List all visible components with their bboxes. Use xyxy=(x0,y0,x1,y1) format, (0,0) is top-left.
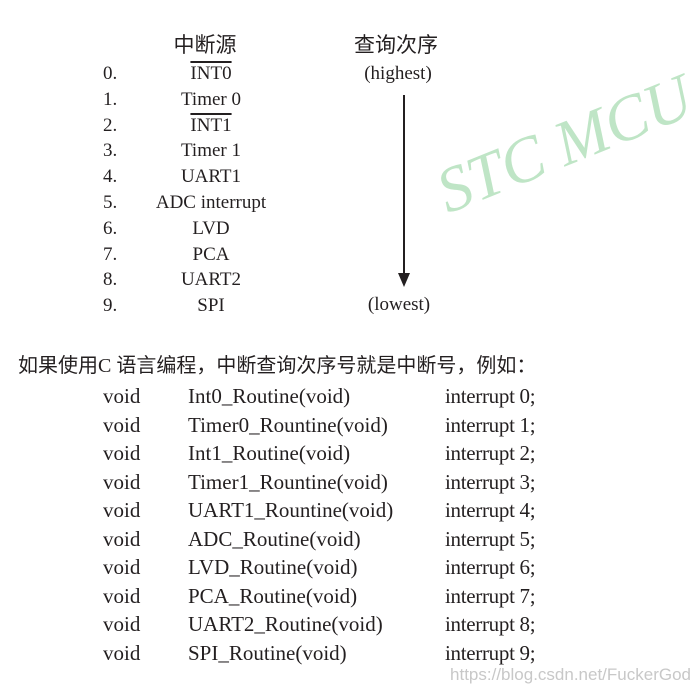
lowest-label: (lowest) xyxy=(367,294,431,315)
interrupt-number: interrupt 3; xyxy=(445,469,536,494)
priority-number: 2. xyxy=(103,114,118,136)
interrupt-source: ADC interrupt xyxy=(155,192,267,213)
interrupt-source: PCA xyxy=(192,243,230,265)
stc-watermark: STC MCU Lin xyxy=(426,22,695,227)
priority-number: 6. xyxy=(103,217,118,239)
return-type: void xyxy=(103,498,141,522)
interrupt-source: UART1 xyxy=(180,166,242,188)
priority-number: 7. xyxy=(103,243,118,265)
return-type: void xyxy=(103,469,141,494)
interrupt-source: Timer 0 xyxy=(180,88,242,110)
return-type: void xyxy=(103,583,141,608)
function-name: SPI_Routine(void) xyxy=(188,640,347,665)
return-type: void xyxy=(103,412,141,437)
interrupt-source: UART2 xyxy=(180,269,242,291)
priority-number: 9. xyxy=(103,295,118,317)
function-name: PCA_Routine(void) xyxy=(188,583,358,608)
function-name: Int1_Routine(void) xyxy=(188,441,351,465)
priority-arrow-line xyxy=(403,95,405,275)
priority-number: 0. xyxy=(103,63,118,84)
function-name: LVD_Routine(void) xyxy=(188,555,358,579)
arrow-down-icon xyxy=(398,273,410,287)
interrupt-number: interrupt 6; xyxy=(445,555,536,579)
return-type: void xyxy=(103,526,141,551)
csdn-watermark: https://blog.csdn.net/FuckerGod xyxy=(450,665,691,684)
interrupt-number: interrupt 2; xyxy=(445,441,536,465)
explanation-sentence: 如果使用C 语言编程，中断查询次序号就是中断号，例如： xyxy=(18,355,537,377)
function-name: UART2_Routine(void) xyxy=(188,612,383,636)
priority-number: 1. xyxy=(103,88,118,110)
return-type: void xyxy=(103,640,141,665)
interrupt-source: LVD xyxy=(192,217,230,239)
highest-label: (highest) xyxy=(364,63,432,84)
function-name: Timer1_Rountine(void) xyxy=(188,469,388,494)
function-name: Timer0_Rountine(void) xyxy=(188,412,388,437)
priority-number: 8. xyxy=(103,269,118,291)
return-type: void xyxy=(103,441,141,465)
interrupt-number: interrupt 7; xyxy=(445,583,536,608)
return-type: void xyxy=(103,384,141,408)
function-name: ADC_Routine(void) xyxy=(188,526,361,551)
interrupt-number: interrupt 9; xyxy=(445,640,536,665)
return-type: void xyxy=(103,555,141,579)
interrupt-source: INT1 xyxy=(190,114,232,136)
interrupt-number: interrupt 1; xyxy=(445,412,536,437)
interrupt-number: interrupt 4; xyxy=(445,498,536,522)
function-name: UART1_Rountine(void) xyxy=(188,498,394,522)
interrupt-source: SPI xyxy=(197,295,225,317)
interrupt-number: interrupt 8; xyxy=(445,612,536,636)
interrupt-number: interrupt 5; xyxy=(445,526,536,551)
source-header: 中断源 xyxy=(173,33,237,57)
priority-number: 4. xyxy=(103,166,118,188)
priority-number: 5. xyxy=(103,192,118,213)
order-header: 查询次序 xyxy=(354,33,438,57)
interrupt-number: interrupt 0; xyxy=(445,384,536,408)
interrupt-source: Timer 1 xyxy=(180,140,242,162)
function-name: Int0_Routine(void) xyxy=(188,384,351,408)
interrupt-source: INT0 xyxy=(190,63,232,84)
return-type: void xyxy=(103,612,141,636)
priority-number: 3. xyxy=(103,140,118,162)
